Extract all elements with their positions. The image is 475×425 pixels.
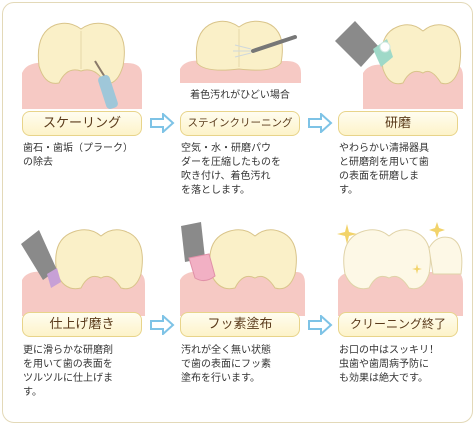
air-polisher-illustration bbox=[175, 11, 305, 111]
step-cleaning-complete: クリーニング終了 お口の中はスッキリ！ 虫歯や歯周病予防に も効果は絶大です。 bbox=[333, 218, 463, 418]
step-fluoride: フッ素塗布 汚れが全く無い状態 で歯の表面にフッ素 塗布を行います。 bbox=[175, 218, 305, 418]
polishing-brush-icon bbox=[335, 21, 393, 67]
next-arrow-icon bbox=[149, 113, 175, 133]
step-label: 仕上げ磨き bbox=[22, 312, 142, 337]
step-description: 歯石・歯垢（プラーク） の除去 bbox=[23, 143, 133, 168]
step-description: やわらかい清掃器具 と研磨剤を用いて歯 の表面を研磨しま す。 bbox=[339, 143, 429, 196]
step-finish-polishing: 仕上げ磨き 更に滑らかな研磨剤 を用いて歯の表面を ツルツルに仕上げま す。 bbox=[17, 218, 147, 418]
step-label: スケーリング bbox=[22, 111, 142, 136]
fluoride-cup-icon bbox=[181, 222, 216, 282]
polishing-brush-illustration bbox=[333, 11, 463, 111]
step-description: 更に滑らかな研磨剤 を用いて歯の表面を ツルツルに仕上げま す。 bbox=[23, 345, 113, 398]
air-polisher-icon bbox=[233, 35, 297, 58]
next-arrow-icon bbox=[307, 113, 333, 133]
next-arrow-icon bbox=[149, 315, 175, 335]
next-arrow-icon bbox=[307, 315, 333, 335]
polishing-tip-icon bbox=[21, 230, 61, 288]
step-label: ステインクリーニング bbox=[180, 111, 300, 136]
scaler-icon bbox=[94, 60, 118, 109]
fluoride-illustration bbox=[175, 218, 305, 318]
step-stain-cleaning: 着色汚れがひどい場合 ステインクリーニング 空気・水・研磨パウ ダーを圧縮したも… bbox=[175, 11, 305, 201]
step-label: 研磨 bbox=[338, 111, 458, 136]
step-description: 空気・水・研磨パウ ダーを圧縮したものを 吹き付け、着色汚れ を落とします。 bbox=[181, 143, 281, 196]
step-scaling: スケーリング 歯石・歯垢（プラーク） の除去 bbox=[17, 11, 147, 201]
step-polishing: 研磨 やわらかい清掃器具 と研磨剤を用いて歯 の表面を研磨しま す。 bbox=[333, 11, 463, 201]
condition-caption: 着色汚れがひどい場合 bbox=[190, 90, 290, 101]
clean-teeth-illustration bbox=[333, 218, 463, 318]
polishing-tip-illustration bbox=[17, 218, 147, 318]
step-description: 汚れが全く無い状態 で歯の表面にフッ素 塗布を行います。 bbox=[181, 345, 271, 384]
sparkle-icon bbox=[337, 222, 445, 274]
step-label: フッ素塗布 bbox=[180, 312, 300, 337]
step-label: クリーニング終了 bbox=[338, 312, 458, 337]
scaler-illustration bbox=[17, 11, 147, 111]
step-description: お口の中はスッキリ！ 虫歯や歯周病予防に も効果は絶大です。 bbox=[339, 345, 439, 384]
